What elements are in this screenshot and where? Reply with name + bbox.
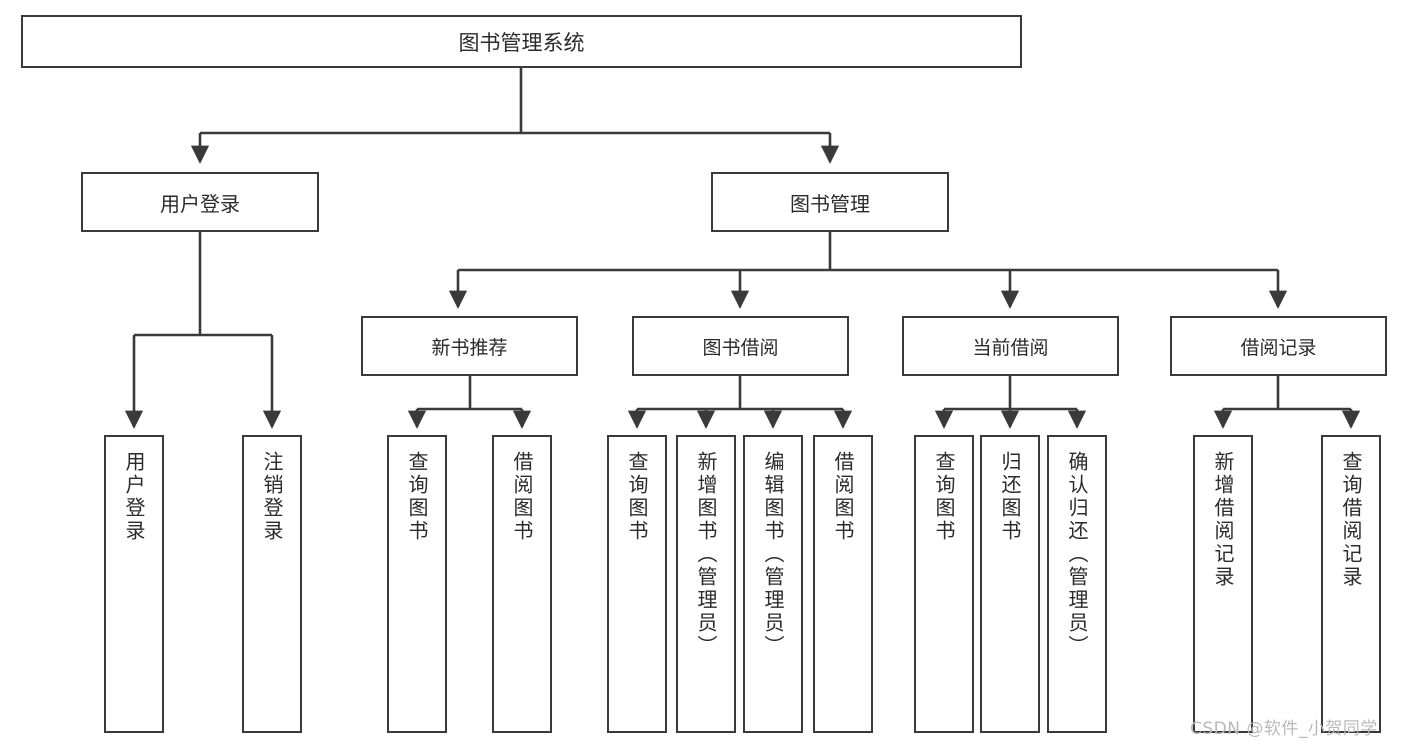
leaf-current-return-book[interactable]: 归还图书 (980, 435, 1040, 733)
leaf-label: 归还图书 (998, 451, 1022, 543)
leaf-borrow-add-book[interactable]: 新增图书（管理员） (676, 435, 736, 733)
leaf-user-login-login[interactable]: 用户登录 (104, 435, 164, 733)
leaf-borrow-borrow-book[interactable]: 借阅图书 (813, 435, 873, 733)
node-label: 用户登录 (160, 191, 240, 216)
node-borrow-record[interactable]: 借阅记录 (1170, 316, 1387, 376)
leaf-label: 查询图书 (932, 451, 956, 543)
leaf-record-add[interactable]: 新增借阅记录 (1193, 435, 1253, 733)
watermark: CSDN @软件_小贺同学 (1190, 719, 1378, 739)
leaf-record-query[interactable]: 查询借阅记录 (1321, 435, 1381, 733)
leaf-label: 查询借阅记录 (1339, 451, 1363, 589)
node-root-system[interactable]: 图书管理系统 (21, 15, 1022, 68)
leaf-label: 编辑图书（管理员） (761, 451, 785, 658)
node-book-borrow[interactable]: 图书借阅 (632, 316, 849, 376)
leaf-new-book-query[interactable]: 查询图书 (387, 435, 447, 733)
leaf-current-query-book[interactable]: 查询图书 (914, 435, 974, 733)
leaf-label: 新增借阅记录 (1211, 451, 1235, 589)
leaf-label: 注销登录 (260, 451, 284, 543)
node-label: 当前借阅 (972, 336, 1049, 359)
leaf-label: 新增图书（管理员） (694, 451, 718, 658)
leaf-label: 查询图书 (625, 451, 649, 543)
node-book-management[interactable]: 图书管理 (711, 172, 949, 232)
node-label: 新书推荐 (431, 336, 508, 359)
leaf-label: 借阅图书 (831, 451, 855, 543)
node-user-login[interactable]: 用户登录 (81, 172, 319, 232)
leaf-user-login-logout[interactable]: 注销登录 (242, 435, 302, 733)
node-new-book-recommend[interactable]: 新书推荐 (361, 316, 578, 376)
node-label: 图书管理系统 (458, 30, 585, 55)
leaf-borrow-query-book[interactable]: 查询图书 (607, 435, 667, 733)
node-label: 借阅记录 (1240, 336, 1317, 359)
leaf-current-confirm-return[interactable]: 确认归还（管理员） (1047, 435, 1107, 733)
node-label: 图书管理 (790, 191, 870, 216)
leaf-label: 查询图书 (405, 451, 429, 543)
leaf-new-book-borrow[interactable]: 借阅图书 (492, 435, 552, 733)
node-current-borrow[interactable]: 当前借阅 (902, 316, 1119, 376)
leaf-label: 用户登录 (122, 451, 146, 543)
node-label: 图书借阅 (702, 336, 779, 359)
leaf-label: 确认归还（管理员） (1065, 451, 1089, 658)
leaf-borrow-edit-book[interactable]: 编辑图书（管理员） (743, 435, 803, 733)
leaf-label: 借阅图书 (510, 451, 534, 543)
